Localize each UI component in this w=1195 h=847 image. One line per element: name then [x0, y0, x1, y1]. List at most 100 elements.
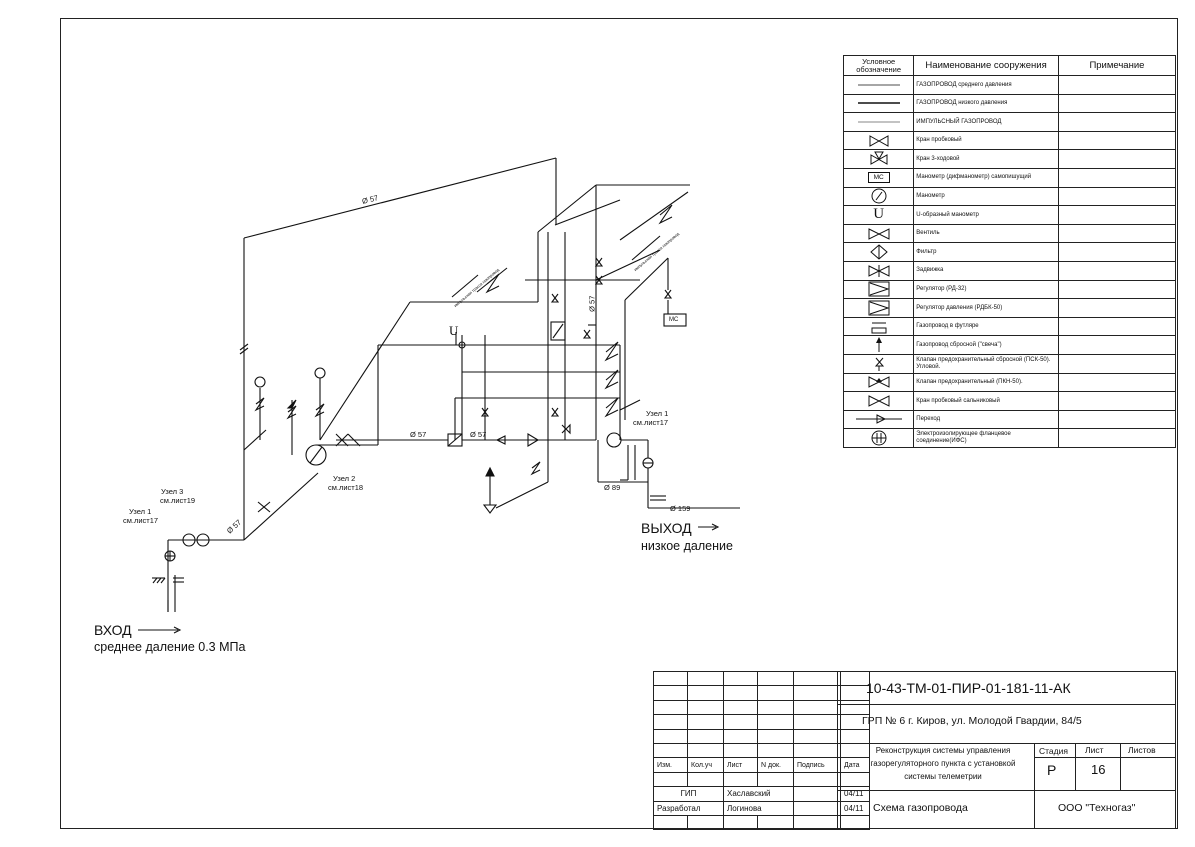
revision-cell [653, 699, 688, 716]
u-gauge-glyph: U [449, 323, 459, 338]
steel-plug-valve-icon [842, 391, 915, 411]
revision-cell [840, 814, 870, 831]
inlet-pipe [152, 539, 210, 612]
safety-shutoff-icon [842, 372, 915, 393]
legend-item-name: ИМПУЛЬСНЫЙ ГАЗОПРОВОД [913, 112, 1059, 132]
legend-item-name: Задвижка [913, 260, 1059, 281]
left-relief-branch [254, 367, 326, 455]
legend-item-remark [1057, 428, 1177, 448]
person-name: Логинова [723, 800, 794, 816]
diameter-label-mid1: Ø 57 [410, 430, 427, 439]
node1-left-label-a: Узел 1 [129, 507, 152, 516]
revision-cell [687, 714, 724, 730]
legend-row: Кран пробковый сальниковый [842, 391, 1177, 411]
inlet-gate-valve [257, 501, 271, 513]
revision-cell [793, 771, 841, 788]
legend-item-remark [1057, 391, 1177, 411]
middle-line [316, 344, 596, 447]
legend-row: Кран 3-ходовой [842, 149, 1177, 169]
legend-row: Клапан предохранительный (ПКН-50). [842, 372, 1177, 393]
legend-row: Фильтр [842, 242, 1177, 262]
legend-item-name: Электроизолирующее фланцевое соединение(… [913, 428, 1059, 448]
legend-row: ГАЗОПРОВОД низкого давления [842, 93, 1177, 114]
project-line-2: газорегуляторного пункта с установкой [870, 759, 1016, 768]
person-signature [793, 786, 841, 802]
legend-item-name: Газопровод сбросной ("свеча") [913, 335, 1059, 355]
diameter-label-159: Ø 159 [670, 504, 691, 513]
vent-arrow-icon [842, 335, 915, 355]
legend-item-remark [1057, 260, 1177, 281]
legend-row: Газопровод в футляре [842, 316, 1177, 337]
node2-label-b: см.лист18 [328, 483, 364, 492]
legend-item-name: Газопровод в футляре [913, 316, 1059, 337]
legend-item-remark [1057, 298, 1177, 318]
outlet-assembly [597, 432, 740, 531]
revision-cell [687, 728, 724, 744]
legend-header-remark: Примечание [1057, 55, 1177, 76]
thin-line-icon [842, 112, 915, 132]
revision-cell [723, 699, 758, 716]
node3-label-a: Узел 3 [161, 487, 184, 496]
revision-col-header: Лист [723, 757, 758, 773]
thick-line-icon [842, 93, 915, 114]
ms-box-icon: МС [842, 167, 915, 188]
legend-row: Манометр [842, 186, 1177, 207]
main-medium-pressure-line [209, 157, 557, 541]
legend-row: Газопровод сбросной ("свеча") [842, 335, 1177, 355]
line-icon [842, 75, 915, 95]
legend-header-symbol: Условное обозначение [842, 55, 915, 76]
legend-row: Электроизолирующее фланцевое соединение(… [842, 428, 1177, 448]
revision-cell [757, 714, 794, 730]
bottom-vent [482, 440, 549, 514]
person-role: ГИП [653, 786, 724, 802]
sheet-value: 16 [1091, 762, 1106, 777]
u-gauge-icon: U [842, 205, 915, 225]
revision-cell [653, 742, 688, 759]
legend-row: Задвижка [842, 260, 1177, 281]
revision-cell [757, 742, 794, 759]
revision-col-header: Дата [840, 757, 870, 773]
legend-item-remark [1057, 186, 1177, 207]
legend-item-name: Вентиль [913, 223, 1059, 244]
shutoff-valve-icon [842, 223, 915, 244]
revision-cell [653, 771, 688, 788]
revision-cell [757, 699, 794, 716]
legend-item-remark [1057, 93, 1177, 114]
diameter-label-89: Ø 89 [604, 483, 621, 492]
legend-item-name: U-образный манометр [913, 205, 1059, 225]
revision-cell [653, 814, 688, 831]
revision-cell [723, 670, 758, 687]
node2-regulator [305, 444, 327, 466]
diameter-label-vertical: Ø 57 [587, 295, 597, 312]
legend-row: Регулятор (РД-32) [842, 279, 1177, 300]
inlet-subtitle: среднее даление 0.3 МПа [94, 640, 246, 654]
project-line-3: системы телеметрии [904, 772, 982, 781]
revision-cell [653, 728, 688, 744]
drawing-title: Схема газопровода [873, 802, 968, 814]
revision-cell [687, 670, 724, 687]
impulse-leader-b [631, 235, 661, 261]
stage-label: Стадия [1039, 746, 1068, 756]
revision-col-header: N док. [757, 757, 794, 773]
legend-row: Клапан предохранительный сбросной (ПСК-5… [842, 353, 1177, 374]
revision-cell [793, 685, 841, 701]
revision-cell [757, 670, 794, 687]
regulator-icon [842, 279, 915, 300]
legend-item-name: Кран пробковый [913, 130, 1059, 151]
revision-col-header: Подпись [793, 757, 841, 773]
legend-item-remark [1057, 130, 1177, 151]
legend-item-name: Кран пробковый сальниковый [913, 391, 1059, 411]
top-vent [476, 191, 689, 294]
legend-item-remark [1057, 167, 1177, 188]
three-way-valve-icon [842, 149, 915, 169]
outlet-title: ВЫХОД [641, 520, 692, 536]
legend-item-remark [1057, 335, 1177, 355]
revision-cell [687, 742, 724, 759]
node1-left-label-b: см.лист17 [123, 516, 159, 525]
object-name: ГРП № 6 г. Киров, ул. Молодой Гвардии, 8… [862, 715, 1082, 727]
